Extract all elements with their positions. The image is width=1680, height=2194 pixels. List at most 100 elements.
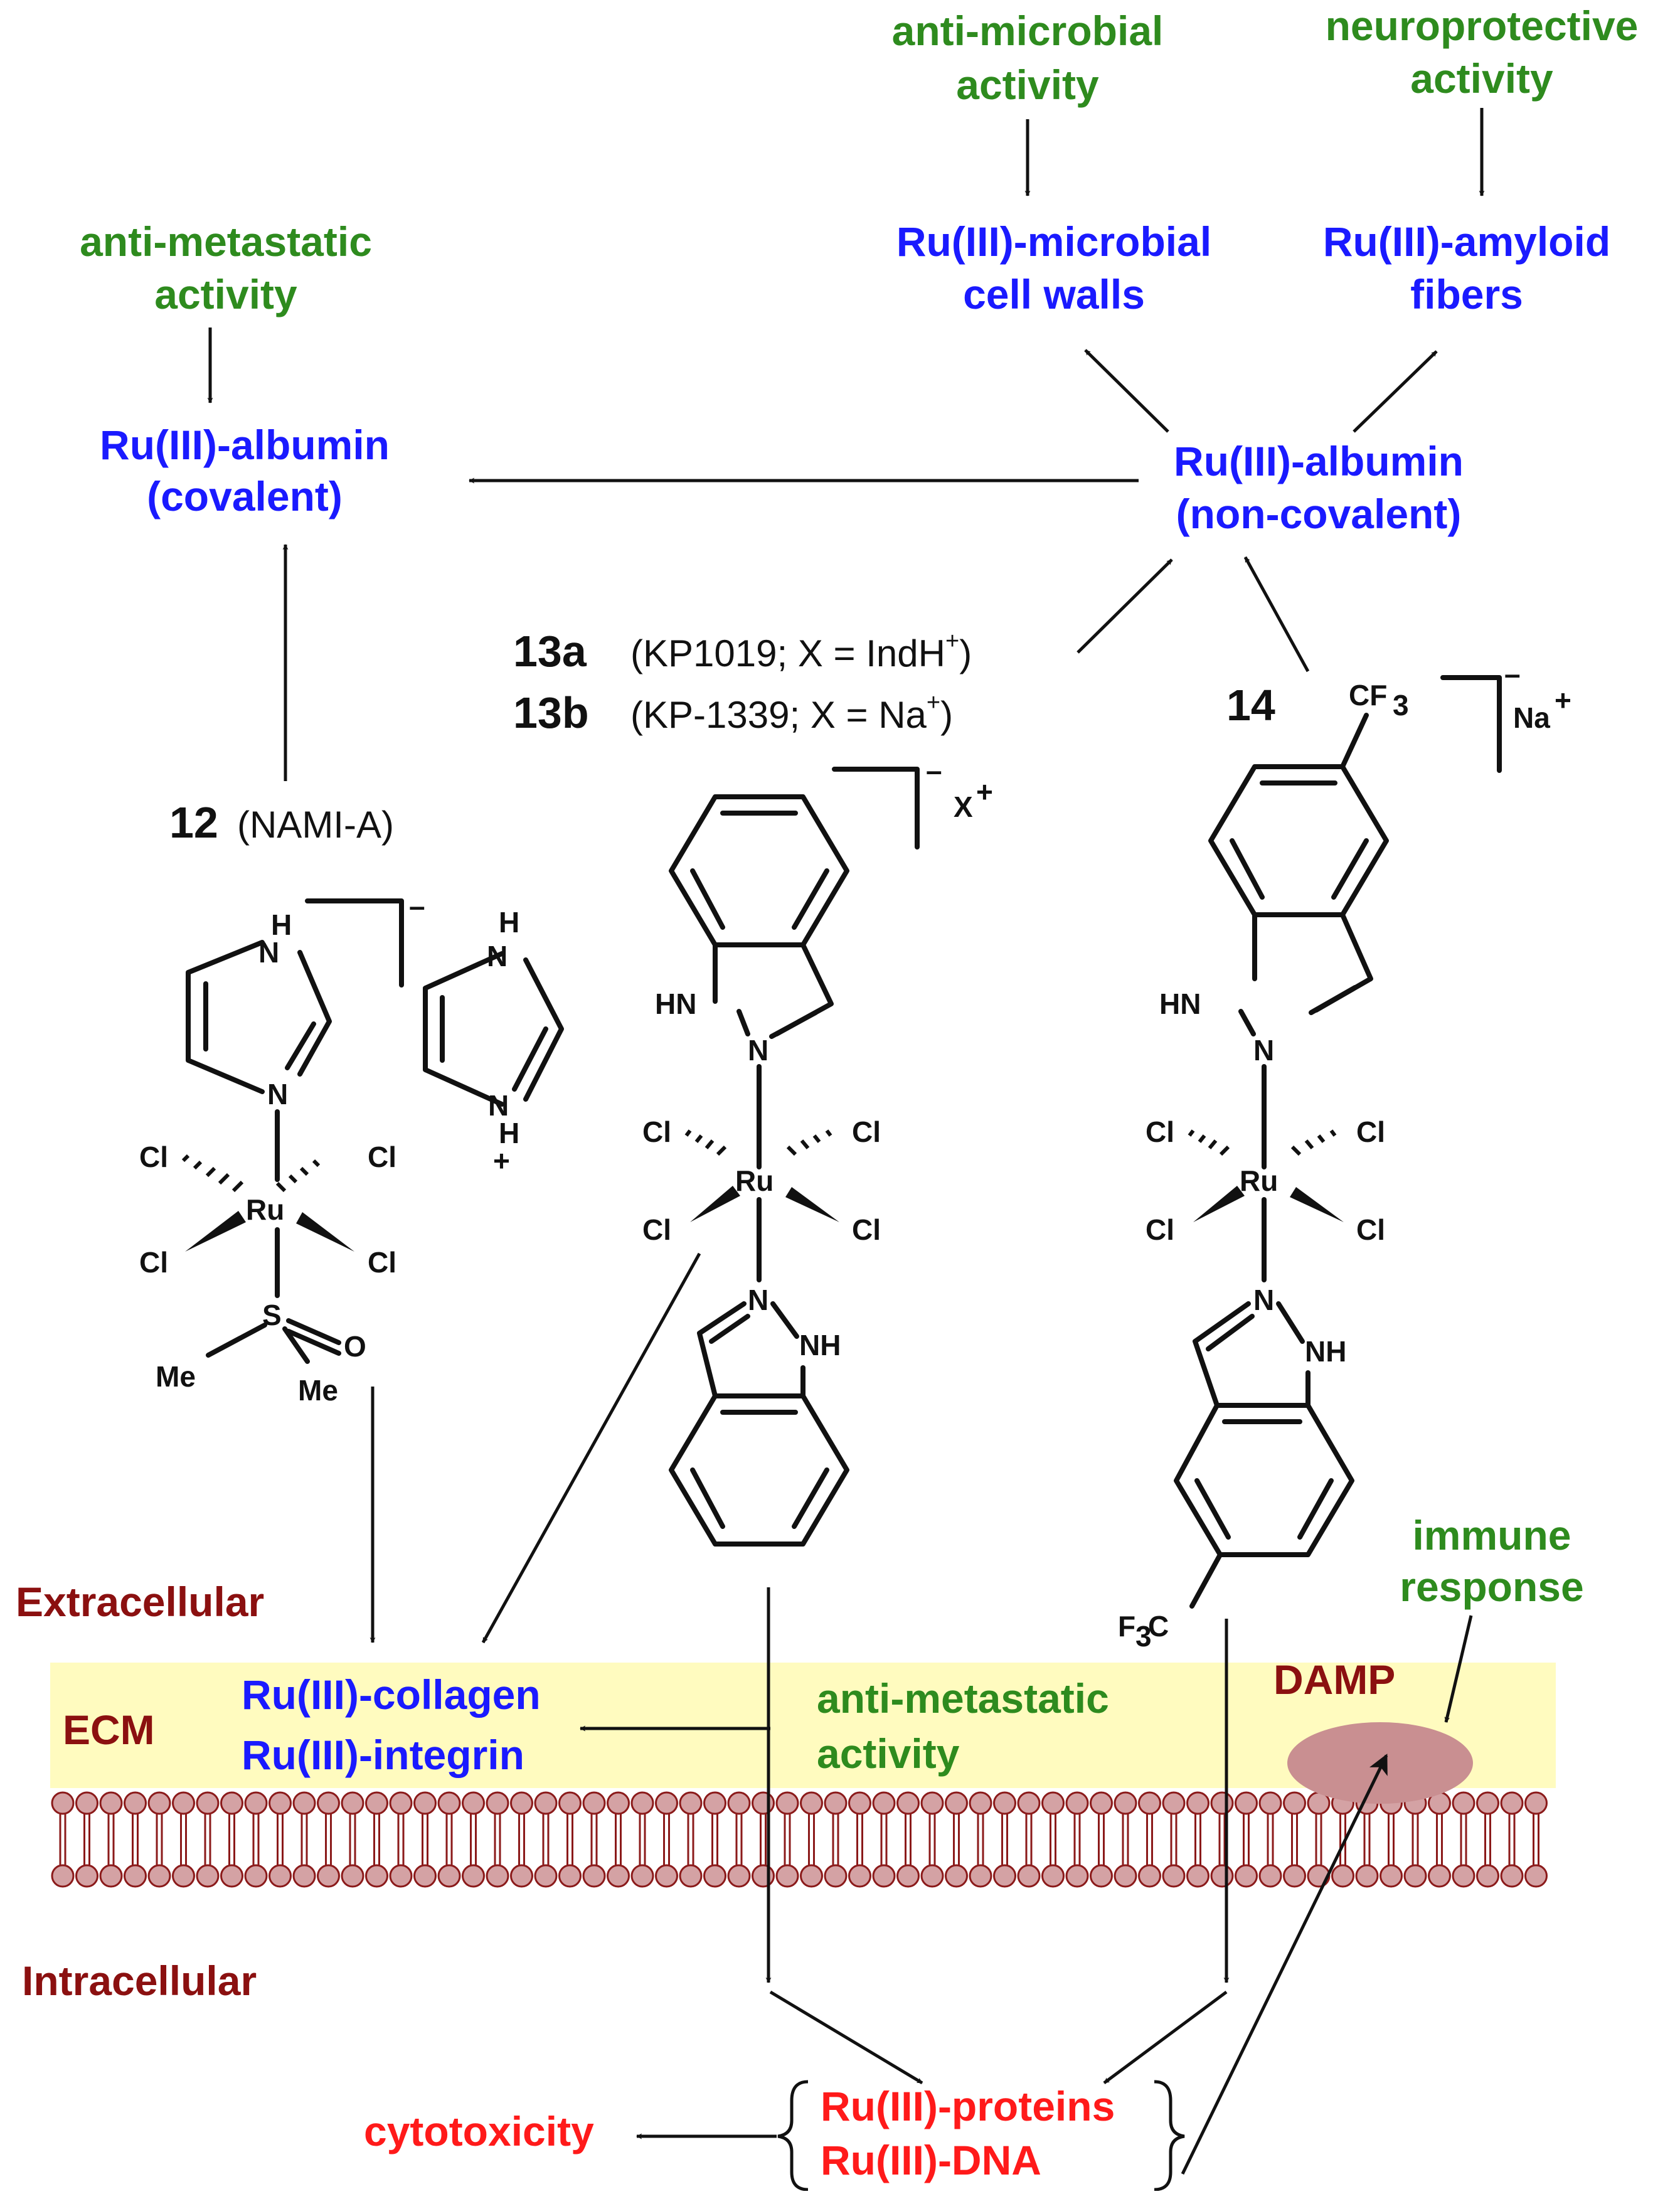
lipid-head bbox=[1331, 1864, 1354, 1888]
lipid-head bbox=[969, 1864, 992, 1888]
svg-text:anti-microbial: anti-microbial bbox=[892, 8, 1164, 54]
lipid-head bbox=[1355, 1864, 1379, 1888]
ru-albumin-non-covalent-label: Ru(III)-albumin (non-covalent) bbox=[1174, 438, 1464, 537]
arrow-14-to-albumin bbox=[1243, 556, 1310, 673]
lipid-head bbox=[824, 1864, 848, 1888]
lipid-head bbox=[292, 1791, 316, 1815]
lipid-head bbox=[1428, 1864, 1451, 1888]
lipid-head bbox=[268, 1864, 292, 1888]
lipid-head bbox=[172, 1791, 195, 1815]
lipid-head bbox=[196, 1864, 220, 1888]
lipid-head bbox=[244, 1864, 268, 1888]
lipid-head bbox=[220, 1864, 243, 1888]
lipid-head bbox=[317, 1864, 340, 1888]
lipid-head bbox=[703, 1864, 726, 1888]
lipid-head bbox=[775, 1791, 799, 1815]
lipid-head bbox=[655, 1864, 678, 1888]
ru-microbial-cell-walls-label: Ru(III)-microbial cell walls bbox=[896, 218, 1211, 317]
svg-text:Ru(III)-albumin: Ru(III)-albumin bbox=[100, 422, 390, 468]
ru-integrin-label: Ru(III)-integrin bbox=[242, 1732, 524, 1778]
lipid-head bbox=[1210, 1864, 1234, 1888]
lipid-head bbox=[1114, 1791, 1137, 1815]
lipid-head bbox=[800, 1791, 823, 1815]
lipid-head bbox=[775, 1864, 799, 1888]
lipid-head bbox=[679, 1791, 703, 1815]
compound-13b-label: 13b (KP-1339; X = Na+) bbox=[513, 688, 953, 737]
lipid-head bbox=[124, 1791, 147, 1815]
lipid-head bbox=[1090, 1791, 1113, 1815]
lipid-head bbox=[630, 1791, 654, 1815]
arrow-to-amyloid bbox=[1353, 350, 1438, 433]
lipid-head bbox=[1500, 1864, 1524, 1888]
lipid-head bbox=[896, 1791, 920, 1815]
svg-text:anti-metastatic: anti-metastatic bbox=[80, 218, 372, 265]
lipid-head bbox=[824, 1791, 848, 1815]
lipid-head bbox=[1017, 1864, 1041, 1888]
lipid-head bbox=[800, 1864, 823, 1888]
lipid-head bbox=[1476, 1791, 1499, 1815]
lipid-head bbox=[292, 1864, 316, 1888]
lipid-head bbox=[147, 1791, 171, 1815]
lipid-head bbox=[75, 1791, 98, 1815]
ru-amyloid-fibers-label: Ru(III)-amyloid fibers bbox=[1323, 218, 1610, 317]
lipid-head bbox=[317, 1791, 340, 1815]
lipid-head bbox=[1138, 1864, 1161, 1888]
lipid-head bbox=[1258, 1791, 1282, 1815]
lipid-head bbox=[920, 1791, 944, 1815]
lipid-head bbox=[679, 1864, 703, 1888]
ru-proteins-label: Ru(III)-proteins bbox=[821, 2083, 1115, 2129]
lipid-head bbox=[51, 1791, 75, 1815]
svg-text:–: – bbox=[1504, 658, 1521, 690]
lipid-head bbox=[848, 1791, 871, 1815]
ru-dna-label: Ru(III)-DNA bbox=[821, 2137, 1041, 2183]
lipid-head bbox=[582, 1864, 606, 1888]
lipid-head bbox=[268, 1791, 292, 1815]
damp-ellipse bbox=[1287, 1722, 1473, 1804]
svg-text:–: – bbox=[409, 890, 425, 922]
compound-14-structure: CF 3 – Na + HN N Ru Cl Cl Cl Cl bbox=[1118, 658, 1571, 1653]
svg-text:C: C bbox=[1148, 1610, 1169, 1643]
svg-text:Me: Me bbox=[298, 1374, 338, 1407]
svg-text:NH: NH bbox=[1305, 1335, 1346, 1368]
svg-text:N: N bbox=[488, 1089, 509, 1122]
svg-text:neuroprotective: neuroprotective bbox=[1326, 3, 1639, 49]
svg-text:(KP-1339; X = Na+): (KP-1339; X = Na+) bbox=[630, 690, 953, 736]
svg-text:CF: CF bbox=[1349, 679, 1387, 711]
lipid-head bbox=[993, 1791, 1016, 1815]
lipid-head bbox=[872, 1791, 896, 1815]
immune-response-label: immune response bbox=[1400, 1512, 1583, 1610]
lipid-head bbox=[1138, 1791, 1161, 1815]
svg-text:+: + bbox=[1555, 684, 1571, 716]
lipid-head bbox=[99, 1864, 123, 1888]
svg-text:H: H bbox=[499, 1117, 519, 1149]
lipid-head bbox=[1186, 1791, 1209, 1815]
lipid-head bbox=[1500, 1791, 1524, 1815]
lipid-head bbox=[920, 1864, 944, 1888]
compound-13a-label: 13a (KP1019; X = IndH+) bbox=[513, 627, 972, 676]
svg-text:immune: immune bbox=[1412, 1512, 1571, 1558]
svg-text:H: H bbox=[271, 908, 292, 941]
svg-text:N: N bbox=[1253, 1034, 1274, 1067]
svg-text:Ru(III)-amyloid: Ru(III)-amyloid bbox=[1323, 218, 1610, 265]
svg-text:N: N bbox=[748, 1034, 768, 1067]
compound-12-label: 12 (NAMI-A) bbox=[169, 798, 394, 847]
lipid-head bbox=[1235, 1791, 1258, 1815]
lipid-head bbox=[945, 1864, 968, 1888]
svg-text:13b: 13b bbox=[513, 688, 589, 737]
lipid-head bbox=[1186, 1864, 1209, 1888]
lipid-head bbox=[462, 1791, 485, 1815]
svg-text:N: N bbox=[267, 1078, 288, 1110]
lipid-head bbox=[1162, 1864, 1186, 1888]
lipid-head bbox=[437, 1864, 461, 1888]
svg-text:Cl: Cl bbox=[642, 1116, 671, 1148]
lipid-head bbox=[872, 1864, 896, 1888]
svg-text:Cl: Cl bbox=[642, 1213, 671, 1246]
anti-metastatic-activity-label-bottom: anti-metastatic activity bbox=[817, 1675, 1109, 1777]
svg-text:H: H bbox=[499, 906, 519, 939]
lipid-head bbox=[75, 1864, 98, 1888]
lipid-head bbox=[172, 1864, 195, 1888]
svg-text:N: N bbox=[258, 936, 279, 969]
lipid-head bbox=[727, 1791, 751, 1815]
lipid-head bbox=[196, 1791, 220, 1815]
svg-text:(covalent): (covalent) bbox=[147, 473, 343, 519]
